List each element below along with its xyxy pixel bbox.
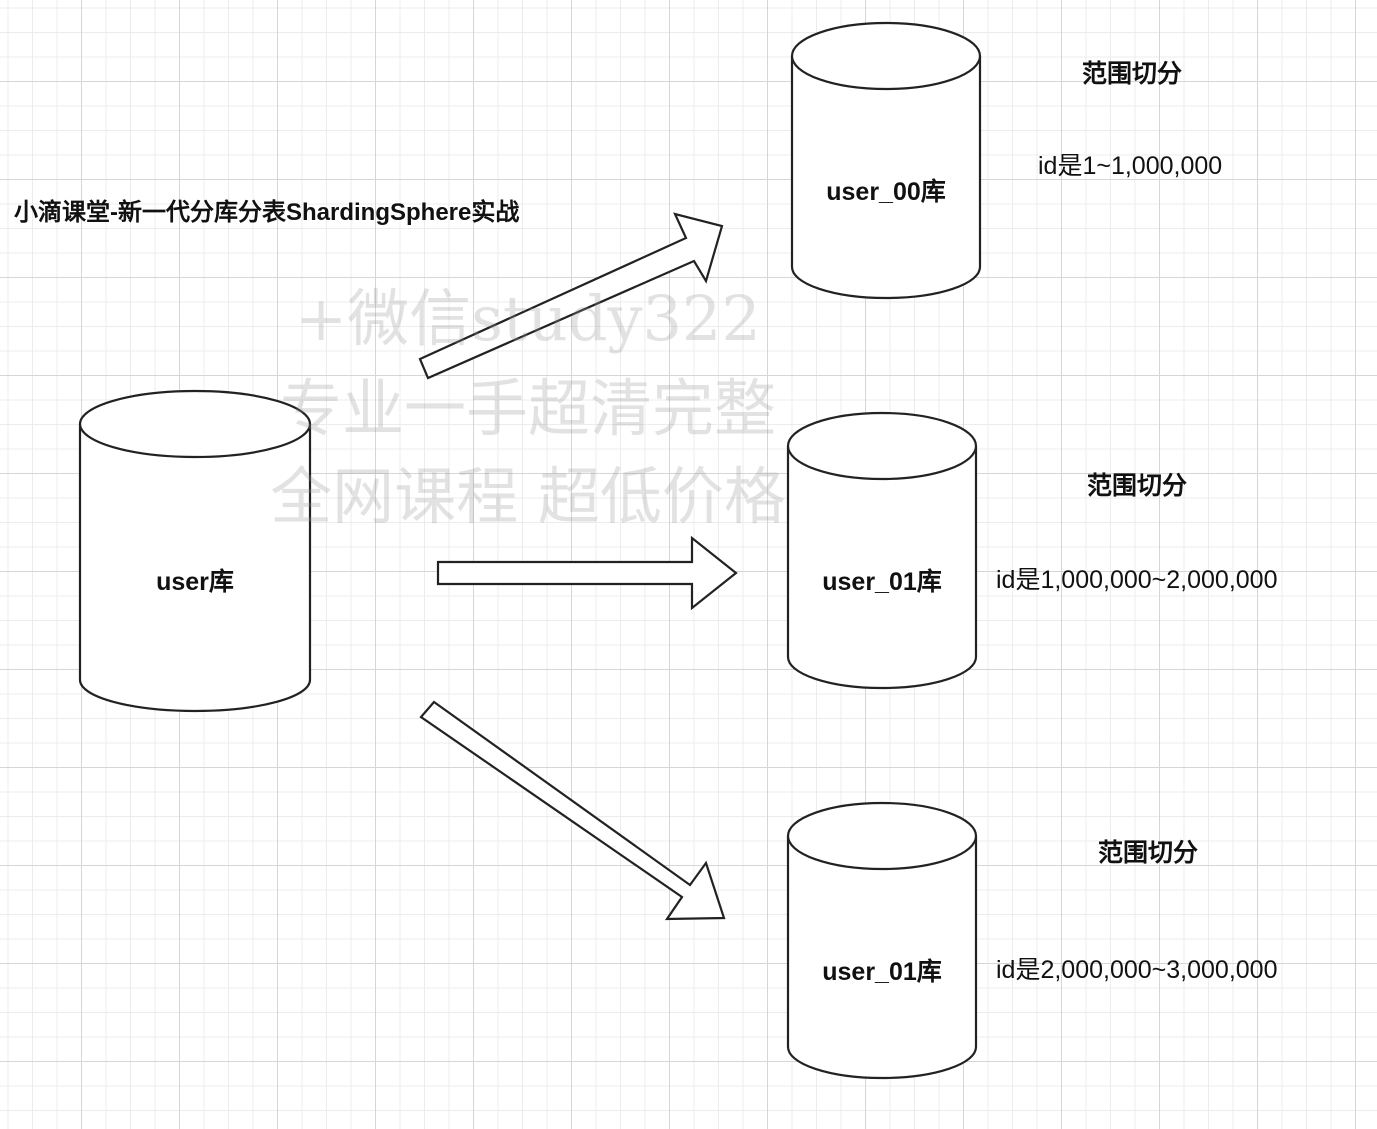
range-desc-2: id是1,000,000~2,000,000 — [996, 566, 1278, 594]
range-heading-2: 范围切分 — [1087, 472, 1188, 500]
user-01-db-label: user_01库 — [822, 568, 942, 596]
user-01-db-label-2: user_01库 — [822, 958, 942, 986]
diagram-title: 小滴课堂-新一代分库分表ShardingSphere实战 — [14, 199, 520, 226]
cylinder-user-01-db-2[interactable] — [786, 801, 978, 1080]
arrow-to-user-01-second — [419, 700, 726, 921]
range-desc-1: id是1~1,000,000 — [1038, 152, 1223, 180]
watermark-line-1: +微信study322 — [295, 282, 761, 355]
watermark-line-2: 专业一手超清完整 — [279, 372, 776, 445]
arrow-to-user-00 — [418, 212, 724, 380]
watermark-line-3: 全网课程 超低价格 — [270, 460, 786, 533]
user-db-label: user库 — [156, 568, 234, 596]
range-heading-1: 范围切分 — [1082, 60, 1183, 88]
user-00-db-label: user_00库 — [826, 178, 946, 206]
arrow-to-user-01 — [436, 535, 738, 611]
range-desc-3: id是2,000,000~3,000,000 — [996, 956, 1278, 984]
cylinder-user-00-db[interactable] — [790, 21, 982, 300]
cylinder-user-db[interactable] — [78, 389, 312, 713]
range-heading-3: 范围切分 — [1098, 839, 1199, 867]
cylinder-user-01-db[interactable] — [786, 411, 978, 690]
